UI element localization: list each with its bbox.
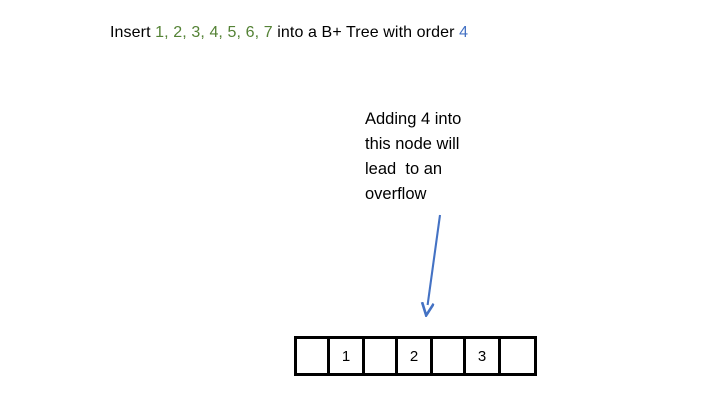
annotation-line-1: Adding 4 into xyxy=(365,110,462,128)
node-cell-key-3[interactable]: 3 xyxy=(466,339,501,373)
title-middle: into a B+ Tree with order xyxy=(272,24,460,41)
node-cell-key-2[interactable]: 2 xyxy=(398,339,433,373)
bplus-leaf-node[interactable]: 1 2 3 xyxy=(294,336,537,376)
overflow-annotation: Adding 4 into this node will lead to an … xyxy=(365,107,510,207)
down-arrow-icon xyxy=(400,214,442,325)
node-cell-pointer-0[interactable] xyxy=(297,339,330,373)
page-title: Insert 1, 2, 3, 4, 5, 6, 7 into a B+ Tre… xyxy=(110,22,468,43)
annotation-line-4: overflow xyxy=(365,185,427,203)
title-prefix: Insert xyxy=(110,24,156,41)
annotation-line-3: lead to an xyxy=(365,160,443,178)
annotation-line-2: this node will xyxy=(365,135,460,153)
node-cell-pointer-2[interactable] xyxy=(433,339,466,373)
node-cell-pointer-1[interactable] xyxy=(365,339,398,373)
node-cell-pointer-3[interactable] xyxy=(501,339,534,373)
node-cell-key-1[interactable]: 1 xyxy=(330,339,365,373)
title-order-value: 4 xyxy=(459,24,469,41)
title-insert-sequence: 1, 2, 3, 4, 5, 6, 7 xyxy=(155,24,273,41)
